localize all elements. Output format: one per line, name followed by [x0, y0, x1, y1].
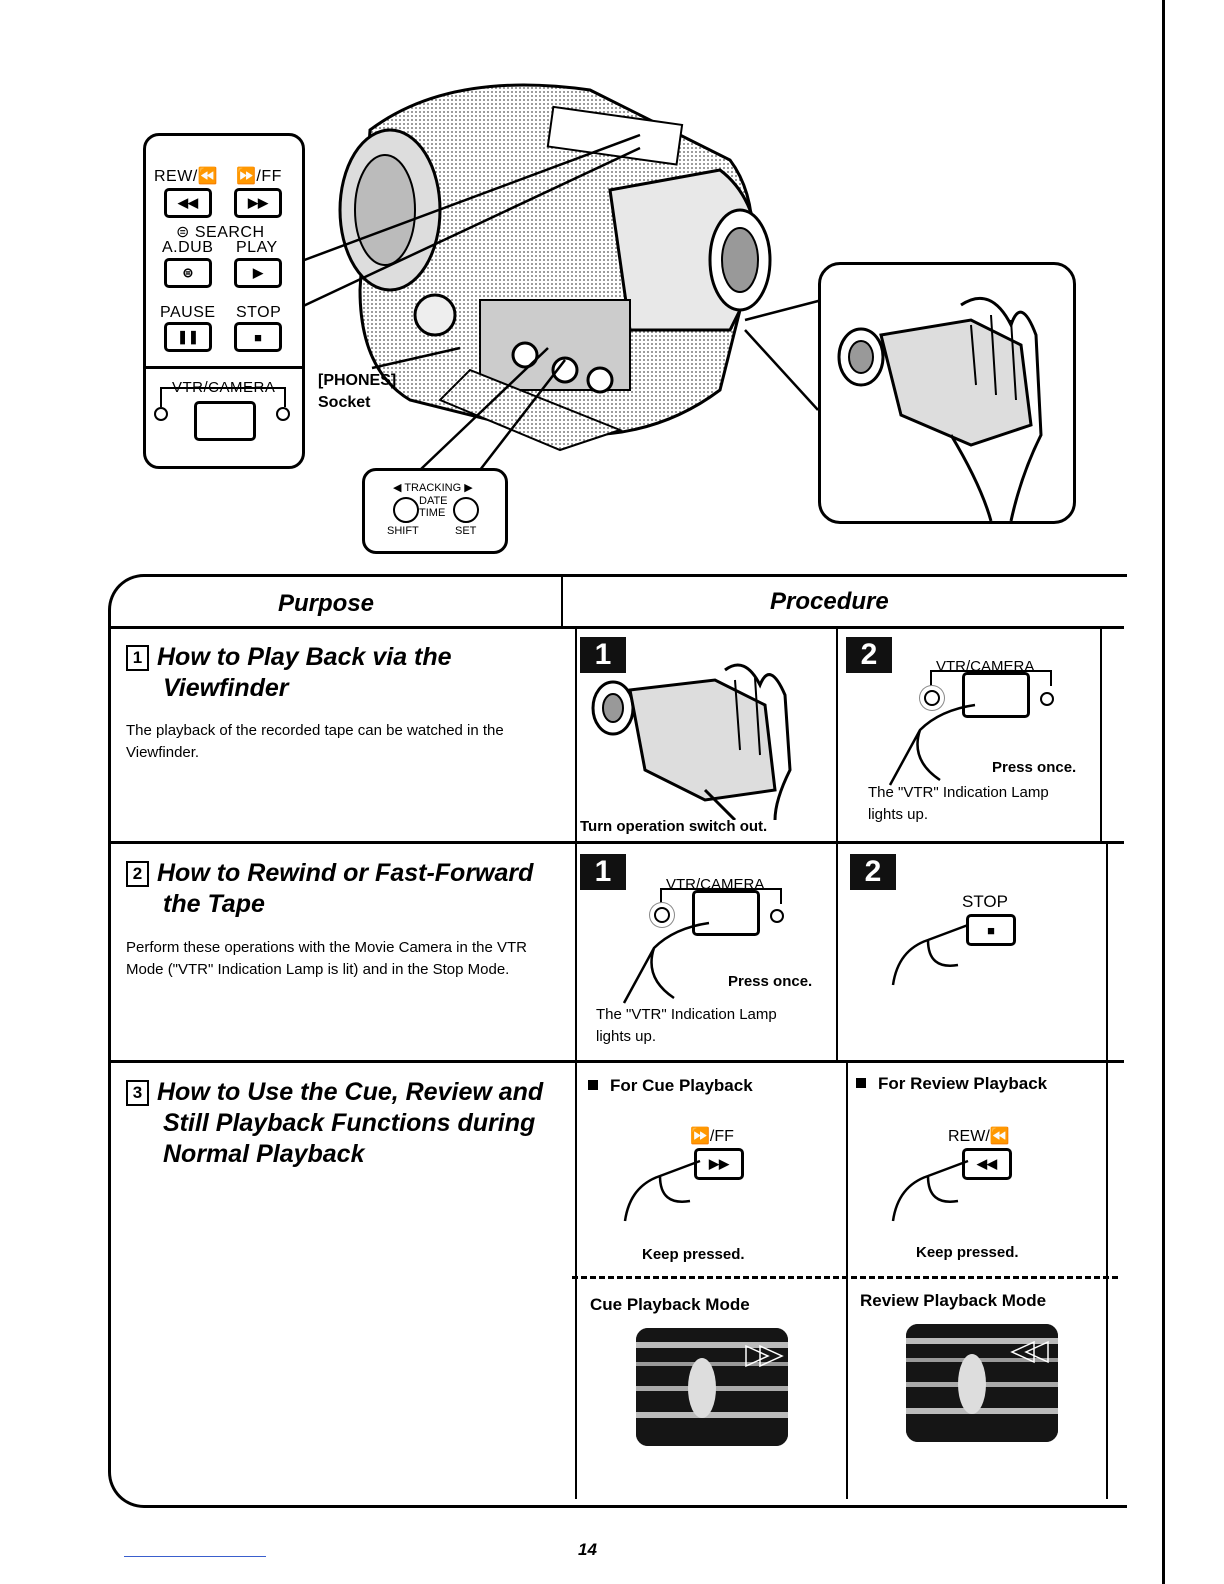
review-playback-heading: For Review Playback: [856, 1073, 1047, 1095]
bullet-icon: [856, 1078, 866, 1088]
callout-lines: [298, 133, 823, 471]
pause-icon: ❚❚: [177, 329, 199, 344]
cue-keep-pressed: Keep pressed.: [642, 1246, 745, 1263]
hand-grip-illustration: [837, 296, 1043, 522]
camera-lamp-icon: [770, 909, 784, 923]
pressing-finger-icon: [888, 703, 976, 786]
review-rew-label: REW/⏪: [948, 1128, 1010, 1145]
row-1-camera-grip-illustration: [591, 663, 792, 820]
set-label: SET: [455, 525, 477, 537]
adub-button[interactable]: ⊜: [164, 258, 212, 288]
row-1-step-2-caption: The "VTR" Indication Lamp lights up.: [868, 784, 1049, 823]
row-2-step-1-caption: The "VTR" Indication Lamp lights up.: [596, 1006, 777, 1045]
footer-link-underline: [124, 1556, 266, 1557]
shift-label: SHIFT: [387, 525, 419, 537]
audio-dub-icon: ⊜: [182, 265, 194, 280]
stop-button[interactable]: ■: [234, 322, 282, 352]
rew-button[interactable]: ◀◀: [164, 188, 212, 218]
review-playback-mode-label: Review Playback Mode: [860, 1291, 1047, 1310]
vtr-lamp-icon: [154, 407, 168, 421]
dashed-divider: [572, 1276, 1118, 1279]
pressing-finger-icon: [891, 923, 969, 986]
instruction-table: [108, 574, 1127, 1508]
row-2-stop-button[interactable]: ■: [966, 914, 1016, 946]
row-2-step-2-badge: 2: [850, 854, 896, 890]
fast-forward-icon: ▶▶: [709, 1156, 729, 1171]
adub-label: A.DUB: [162, 239, 214, 256]
stop-icon: ■: [254, 329, 262, 345]
review-playback-screen-image: [906, 1324, 1058, 1442]
cue-playback-screen-image: [636, 1328, 788, 1446]
row-1-step-2-badge: 2: [846, 637, 892, 673]
date-label: DATE: [419, 495, 448, 507]
ff-label: ⏩/FF: [236, 168, 282, 185]
search-label: ⊜ SEARCH: [176, 224, 265, 241]
pressing-finger-icon: [623, 1159, 701, 1222]
pause-button[interactable]: ❚❚: [164, 322, 212, 352]
rew-label: REW/⏪: [154, 168, 219, 185]
stop-label: STOP: [236, 304, 282, 321]
row-3-number: 3: [126, 1080, 149, 1106]
pressing-finger-icon: [891, 1159, 969, 1222]
vtr-lamp-lit-icon: [924, 690, 940, 706]
cue-playback-heading: For Cue Playback: [588, 1075, 753, 1097]
pause-label: PAUSE: [160, 304, 216, 321]
row-2-number: 2: [126, 861, 149, 887]
header-rule: [108, 626, 1124, 629]
row-1-press-once: Press once.: [992, 759, 1077, 776]
row-1-number: 1: [126, 645, 149, 671]
row-1-step-1-caption: Turn operation switch out.: [580, 818, 768, 835]
row-1-description: The playback of the recorded tape can be…: [126, 722, 504, 761]
play-label: PLAY: [236, 239, 278, 256]
control-panel-callout: REW/⏪ ⏩/FF ◀◀ ▶▶ ⊜ SEARCH A.DUB PLAY ⊜ ▶…: [143, 133, 305, 469]
time-label: TIME: [419, 507, 446, 519]
camera-lamp-icon: [276, 407, 290, 421]
shift-button[interactable]: [393, 497, 419, 523]
row-1-step-1-badge: 1: [580, 637, 626, 673]
fast-forward-icon: ▶▶: [248, 195, 268, 210]
tracking-label: ◀ TRACKING ▶: [393, 482, 473, 494]
row-2-stop-label: STOP: [962, 892, 1008, 911]
ff-button[interactable]: ▶▶: [234, 188, 282, 218]
procedure-header: Procedure: [770, 588, 889, 615]
row-2-press-once: Press once.: [728, 973, 813, 990]
vtr-camera-switch-area: VTR/CAMERA: [146, 366, 302, 469]
row-2-vtr-camera-switch[interactable]: [692, 890, 760, 936]
vtr-camera-switch[interactable]: [194, 401, 256, 441]
review-keep-pressed: Keep pressed.: [916, 1244, 1019, 1261]
bullet-icon: [588, 1080, 598, 1090]
tracking-panel-callout: ◀ TRACKING ▶ DATE TIME SHIFT SET: [362, 468, 508, 554]
pressing-finger-icon: [622, 921, 710, 1004]
play-button[interactable]: ▶: [234, 258, 282, 288]
rewind-icon: ◀◀: [178, 195, 198, 210]
row-2-description: Perform these operations with the Movie …: [126, 939, 528, 978]
purpose-header: Purpose: [278, 590, 375, 617]
cue-ff-label: ⏩/FF: [690, 1128, 734, 1145]
phones-socket-label: [PHONES] Socket: [318, 372, 397, 411]
camcorder-illustration: [338, 83, 772, 452]
rewind-icon: ◀◀: [977, 1156, 997, 1171]
page-number: 14: [578, 1540, 597, 1559]
cue-playback-mode-label: Cue Playback Mode: [590, 1295, 750, 1314]
camera-lamp-icon: [1040, 692, 1054, 706]
cue-arrows-icon: [745, 1344, 784, 1368]
set-button[interactable]: [453, 497, 479, 523]
review-arrows-icon: [1010, 1340, 1049, 1364]
right-margin-rule: [1162, 0, 1165, 1584]
play-icon: ▶: [253, 265, 263, 280]
row-1-vtr-camera-switch[interactable]: [962, 672, 1030, 718]
stop-icon: ■: [987, 922, 995, 938]
hand-grip-inset: [818, 262, 1076, 524]
vtr-lamp-lit-icon: [654, 907, 670, 923]
row-2-step-1-badge: 1: [580, 854, 626, 890]
